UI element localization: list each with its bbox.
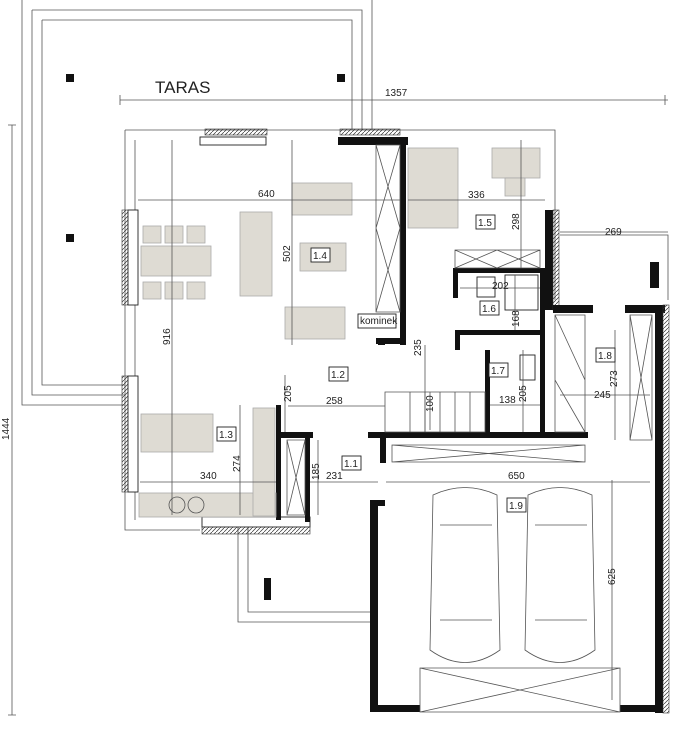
dim-258: 258 [326,396,343,407]
column-marker [337,74,345,82]
room-labels: 1.1 1.2 1.3 1.4 1.5 1.6 1.7 1.8 1.9 [216,214,616,513]
dim-916: 916 [162,328,173,345]
sofa [239,211,273,297]
shower [504,274,539,311]
dim-245: 245 [594,390,611,401]
entrance-porch [237,527,370,623]
column-marker [66,74,74,82]
dimension-lines [138,140,668,700]
kitchen-counter [252,407,276,517]
garage [419,234,669,713]
dim-100: 100 [425,395,436,412]
wardrobe [454,249,541,269]
fireplace-chimney [375,144,401,313]
room-1-8: 1.8 [598,351,612,362]
room-1-2: 1.2 [331,370,345,381]
storage-shelf [391,444,586,463]
dining-table [140,245,212,277]
dim-total-depth: 1444 [1,417,12,440]
room-1-6: 1.6 [482,304,496,315]
dim-502: 502 [282,245,293,262]
room-1-9: 1.9 [509,501,523,512]
dim-650: 650 [508,471,525,482]
dim-298: 298 [511,213,522,230]
dim-273: 273 [609,370,620,387]
dim-269: 269 [605,227,622,238]
car [429,487,501,663]
walls [121,128,670,714]
dim-185: 185 [311,463,322,480]
dim-202: 202 [492,281,509,292]
fireplace [357,313,397,329]
dim-138: 138 [499,395,516,406]
wardrobe [286,439,306,516]
bed [407,147,459,229]
toilet [476,276,496,298]
dim-640: 640 [258,189,275,200]
car [524,487,596,663]
room-1-5: 1.5 [478,218,492,229]
sofa [291,182,353,216]
dim-235: 235 [413,339,424,356]
room-1-1: 1.1 [344,459,358,470]
dim-336: 336 [468,190,485,201]
wardrobe [629,314,653,441]
overall-dimensions: 1357 1444 [1,88,668,716]
terrace: TARAS [21,0,373,406]
column-marker [66,234,74,242]
wardrobe [554,314,586,433]
washer [519,354,536,381]
dim-625: 625 [607,568,618,585]
fireplace-label: kominek [360,316,398,327]
dim-231: 231 [326,471,343,482]
sofa [140,413,214,453]
room-1-7: 1.7 [491,366,505,377]
column-marker [650,262,659,288]
dim-168: 168 [511,310,522,327]
room-1-4: 1.4 [313,251,327,262]
dim-274: 274 [232,455,243,472]
dim-total-width: 1357 [385,88,408,99]
sofa [284,306,346,340]
dim-205-room: 205 [518,385,529,402]
furniture [138,147,541,518]
terrace-label: TARAS [155,78,210,97]
column-marker [264,578,271,600]
garage-door [419,667,621,713]
room-1-3: 1.3 [219,430,233,441]
dim-205-kitchen: 205 [283,385,294,402]
dim-340: 340 [200,471,217,482]
desk [491,147,541,179]
